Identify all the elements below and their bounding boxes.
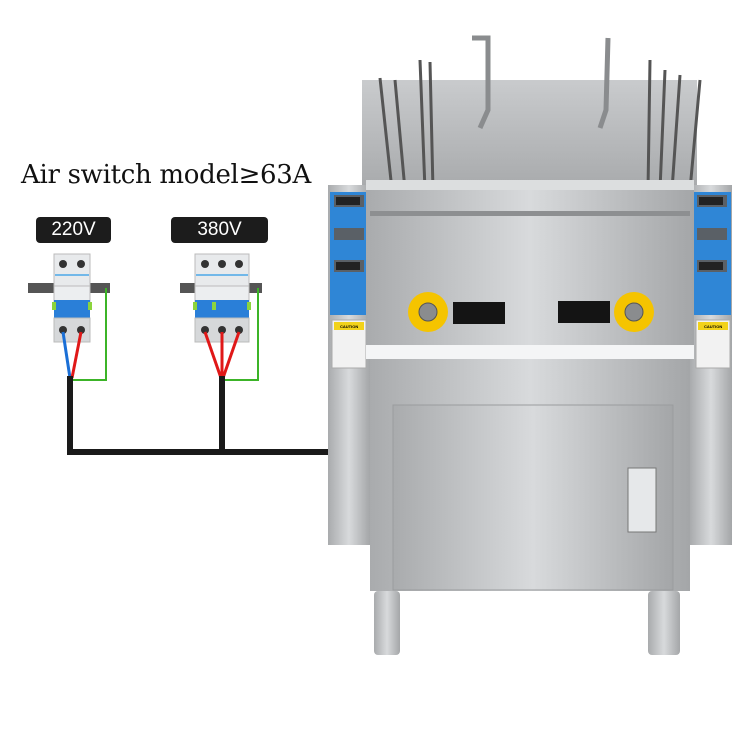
thermostat-left [453,302,505,324]
noodle-cooker: CAUTION CAUTION [328,35,732,655]
air-switch-caption: Air switch model≥63A [21,160,312,190]
voltage-label-380v: 380V [171,217,268,243]
breaker-380v [193,253,251,343]
leg-right [648,591,680,655]
caution-text-left: CAUTION [340,324,358,329]
control-panel-left [330,192,368,315]
voltage-label-220v: 220V [36,217,111,243]
wires [61,288,330,455]
door-handle[interactable] [627,467,657,533]
cabinet-door [392,404,674,591]
control-panel-right [693,192,731,315]
faucets [472,35,611,130]
breaker-220v [52,253,92,343]
leg-left [374,591,400,655]
caution-text-right: CAUTION [704,324,722,329]
thermostat-right [558,301,610,323]
noodle-baskets [378,59,702,191]
